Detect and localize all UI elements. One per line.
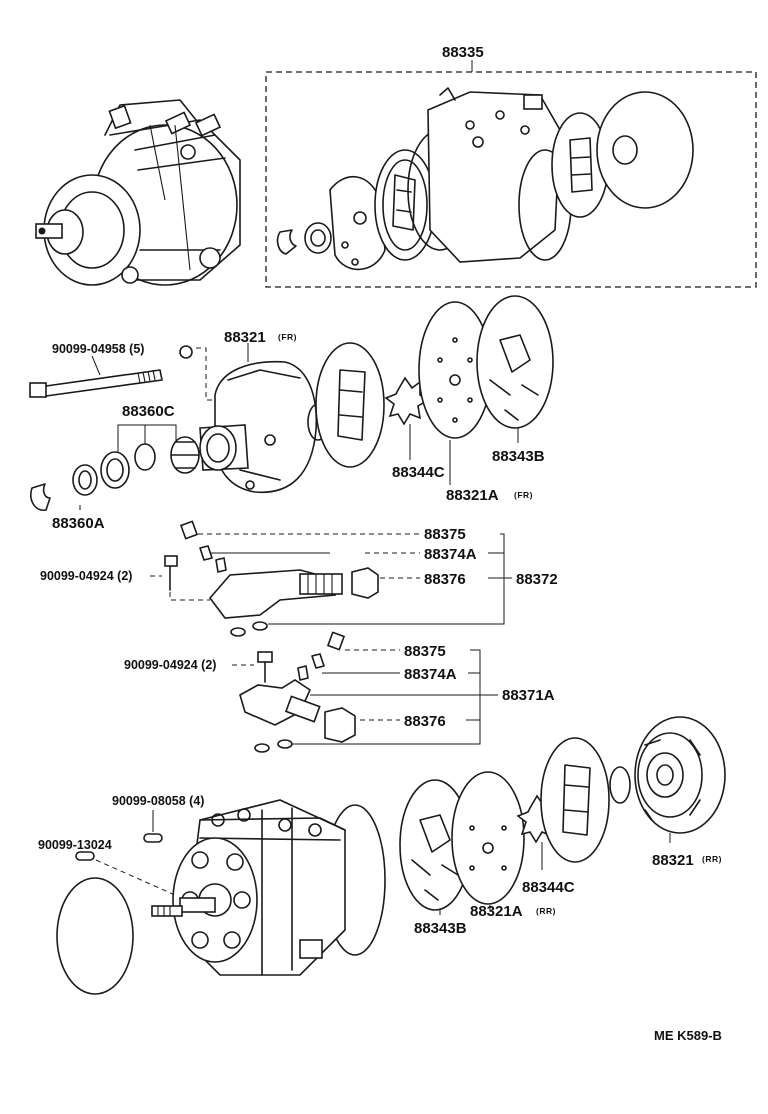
label-90099-04924-a: 90099-04924 (2) xyxy=(40,569,132,583)
kit-88335-box: 88335 xyxy=(265,44,757,288)
label-88321-fr: 88321 xyxy=(224,329,266,346)
label-90099-08058: 90099-08058 (4) xyxy=(112,794,204,808)
label-88343B-top: 88343B xyxy=(492,448,545,465)
rear-head-group: 88343B 88321A (RR) 88344C 88321 (RR) xyxy=(399,716,726,937)
label-88343B-bottom: 88343B xyxy=(414,920,467,937)
compressor-body-illustration: 90099-13024 90099-08058 (4) xyxy=(38,794,386,995)
fitting-group-88371A: 88375 88374A 88376 88371A 90099-04924 (2… xyxy=(124,631,555,753)
fitting-group-88372: 88375 88374A 88376 88372 90099-04924 (2) xyxy=(40,520,558,637)
label-88344C-bottom: 88344C xyxy=(522,879,575,896)
svg-text:(FR): (FR) xyxy=(514,490,533,500)
label-88360C: 88360C xyxy=(122,403,175,420)
label-90099-13024: 90099-13024 xyxy=(38,838,112,852)
label-88372: 88372 xyxy=(516,571,558,588)
diagram-code: ME K589-B xyxy=(654,1028,722,1043)
label-88374A-a: 88374A xyxy=(424,546,477,563)
label-88321A-fr: 88321A xyxy=(446,487,499,504)
svg-text:(RR): (RR) xyxy=(702,854,722,864)
label-88335: 88335 xyxy=(442,44,484,61)
label-88321A-rr: 88321A xyxy=(470,903,523,920)
label-90099-04958: 90099-04958 (5) xyxy=(52,342,144,356)
label-88371A: 88371A xyxy=(502,687,555,704)
svg-text:(FR): (FR) xyxy=(278,332,297,342)
label-88360A: 88360A xyxy=(52,515,105,532)
label-88321-rr: 88321 xyxy=(652,852,694,869)
compressor-assembly-illustration xyxy=(35,99,241,286)
bolt-90099-04958 xyxy=(29,369,163,398)
label-88376-b: 88376 xyxy=(404,713,446,730)
label-88344C-top: 88344C xyxy=(392,464,445,481)
front-head-88321-fr xyxy=(199,360,318,494)
label-88375-b: 88375 xyxy=(404,643,446,660)
label-88376-a: 88376 xyxy=(424,571,466,588)
svg-text:(RR): (RR) xyxy=(536,906,556,916)
label-88375-a: 88375 xyxy=(424,526,466,543)
label-88374A-b: 88374A xyxy=(404,666,457,683)
front-head-group: 90099-04958 (5) 88321 (FR) 88360C xyxy=(29,295,554,532)
label-90099-04924-b: 90099-04924 (2) xyxy=(124,658,216,672)
